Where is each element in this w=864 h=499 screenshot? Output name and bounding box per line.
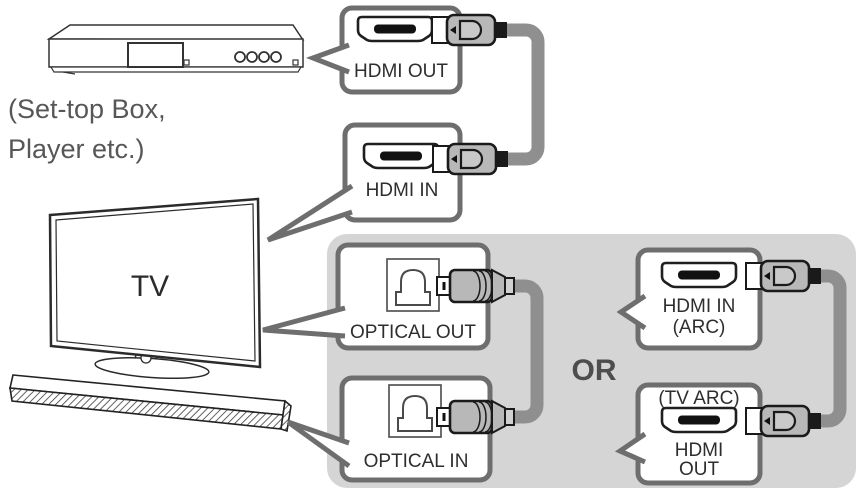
hdmi-plug-icon: [431, 142, 510, 176]
source-device-caption-line-1: (Set-top Box,: [8, 94, 166, 124]
hdmi-in-arc-callout: HDMI IN (ARC): [616, 247, 763, 351]
callout-pointer: [266, 183, 354, 243]
hdmi-port-icon: [362, 142, 440, 170]
tv-arc-label-line-3: OUT: [679, 459, 720, 480]
hdmi-in-arc-label-line-2: (ARC): [673, 317, 726, 338]
set-top-box-illustration: [46, 24, 305, 75]
hdmi-in-callout: HDMI IN: [266, 122, 463, 243]
hdmi-cable: [503, 23, 545, 166]
source-device-caption-line-2: Player etc.): [8, 134, 145, 164]
hdmi-out-callout: HDMI OUT: [305, 5, 463, 95]
tv-arc-label-line-2: HDMI: [675, 440, 724, 461]
callout-pointer: [305, 42, 350, 75]
hdmi-port-icon: [660, 406, 738, 434]
hdmi-out-label: HDMI OUT: [354, 61, 448, 82]
optical-port-icon: [388, 384, 442, 438]
tv-arc-label-line-1: (TV ARC): [658, 388, 739, 409]
hdmi-plug-icon: [744, 404, 823, 438]
optical-cable: [510, 279, 544, 424]
hdmi-port-icon: [660, 261, 738, 289]
callout-pointer: [614, 431, 647, 465]
callout-pointer: [286, 419, 351, 469]
or-label: OR: [572, 354, 617, 387]
tv-arc-hdmi-out-callout: (TV ARC) HDMI OUT: [614, 382, 763, 486]
optical-out-label: OPTICAL OUT: [350, 322, 476, 343]
callout-pointer: [262, 305, 346, 339]
soundbar-illustration: [9, 374, 292, 433]
callout-pointer: [616, 293, 647, 331]
hdmi-plug-icon: [430, 13, 509, 47]
arc-hdmi-cable: [817, 269, 847, 428]
tv-label: TV: [131, 270, 169, 303]
hdmi-port-icon: [356, 15, 434, 43]
tv-illustration: [48, 197, 262, 380]
hdmi-plug-icon: [744, 259, 823, 293]
optical-in-label: OPTICAL IN: [364, 451, 469, 472]
hdmi-in-label: HDMI IN: [366, 180, 439, 201]
hdmi-in-arc-label-line-1: HDMI IN: [663, 296, 736, 317]
optical-port-icon: [386, 258, 440, 312]
